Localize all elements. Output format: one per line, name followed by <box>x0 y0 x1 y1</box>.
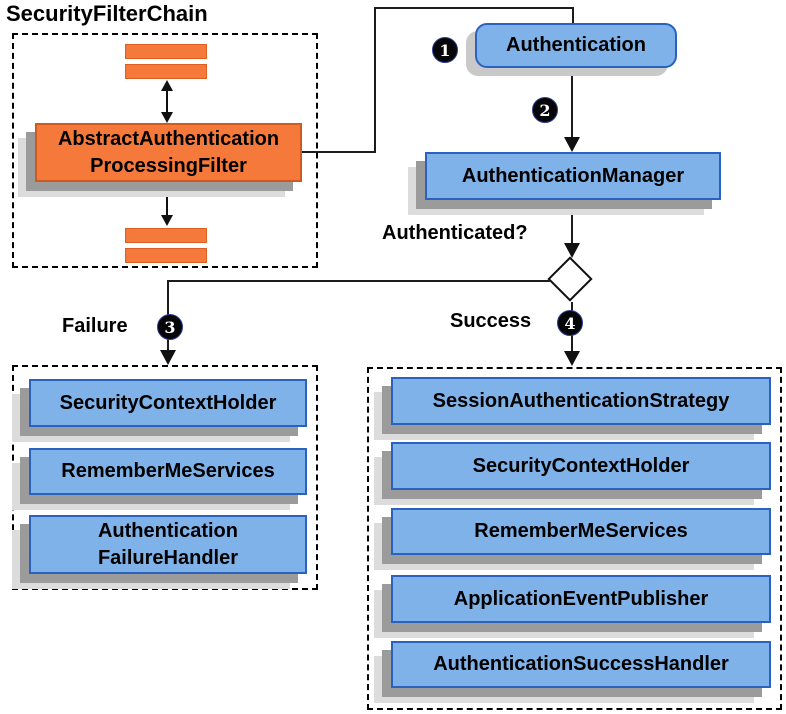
connector-line <box>374 7 574 9</box>
failure-handlers-box <box>12 365 318 590</box>
arrow-shaft <box>166 89 168 114</box>
failure-label: Failure <box>62 315 128 337</box>
connector-line <box>300 151 375 153</box>
arrowhead-down-icon <box>161 215 173 226</box>
arrowhead-down-icon <box>564 351 580 366</box>
authentication-manager-node: AuthenticationManager <box>425 152 721 200</box>
arrowhead-down-icon <box>160 350 176 365</box>
success-label: Success <box>450 310 532 332</box>
bidirectional-arrow-icon <box>160 183 174 226</box>
filter-placeholder-bar <box>125 228 207 243</box>
security-filter-chain-title: SecurityFilterChain <box>6 1 208 26</box>
authentication-node: Authentication <box>475 23 677 68</box>
authentication-failure-handler-node: Authentication FailureHandler <box>29 515 307 574</box>
connector-line <box>571 68 573 138</box>
arrowhead-down-icon <box>161 112 173 123</box>
session-authentication-strategy-node: SessionAuthenticationStrategy <box>391 377 771 425</box>
security-context-holder-success-node: SecurityContextHolder <box>391 442 771 490</box>
filter-placeholder-bar <box>125 44 207 59</box>
bidirectional-arrow-icon <box>160 80 174 123</box>
application-event-publisher-node: ApplicationEventPublisher <box>391 575 771 623</box>
connector-line <box>572 7 574 23</box>
step-2-badge: 2 <box>532 97 558 123</box>
decision-diamond-icon <box>547 256 593 302</box>
connector-line <box>374 7 376 153</box>
filter-placeholder-bar <box>125 248 207 263</box>
abstract-authentication-processing-filter-node: AbstractAuthentication ProcessingFilter <box>35 123 302 182</box>
remember-me-services-success-node: RememberMeServices <box>391 508 771 555</box>
security-filter-chain-box <box>12 33 318 268</box>
step-4-badge: 4 <box>557 310 583 336</box>
arrowhead-down-icon <box>564 243 580 258</box>
arrowhead-down-icon <box>564 137 580 152</box>
filter-placeholder-bar <box>125 64 207 79</box>
arrowhead-up-icon <box>161 183 173 194</box>
security-context-holder-node: SecurityContextHolder <box>29 379 307 427</box>
arrow-shaft <box>166 192 168 217</box>
step-1-badge: 1 <box>432 37 458 63</box>
connector-line <box>168 280 550 282</box>
authenticated-question-label: Authenticated? <box>382 222 528 244</box>
authentication-success-handler-node: AuthenticationSuccessHandler <box>391 641 771 688</box>
step-3-badge: 3 <box>157 314 183 340</box>
remember-me-services-node: RememberMeServices <box>29 448 307 495</box>
success-handlers-box <box>367 367 782 710</box>
connector-line <box>571 200 573 244</box>
arrowhead-up-icon <box>161 80 173 91</box>
